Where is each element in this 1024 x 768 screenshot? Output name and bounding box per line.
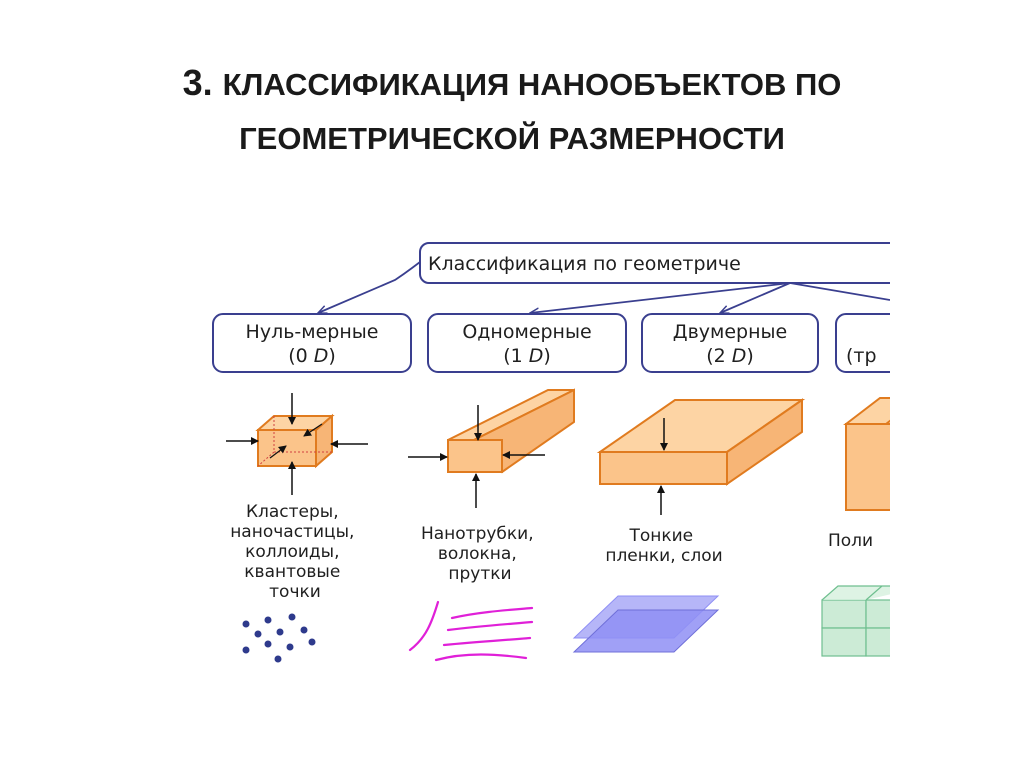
connector-3d [789,282,890,301]
category-box-1d: Одномерные (1 D) [427,313,627,373]
title-line-2: ГЕОМЕТРИЧЕСКОЙ РАЗМЕРНОСТИ [239,121,785,156]
quantum-dots-illustration [242,613,316,663]
connector-2d [720,282,791,313]
thin-films-illustration [572,595,720,653]
caption-1d: Нанотрубки, волокна, прутки [421,524,539,584]
connector-0d [318,261,421,313]
slide-number: 3. [182,62,213,103]
diagram-content: Классификация по геометриче Нуль-мерные … [212,242,890,663]
category-dimension: (2 D) [706,345,754,367]
block-3d-illustration [843,397,890,511]
caption-0d: Кластеры, наночастицы, коллоиды, квантов… [230,502,360,602]
slab-2d-illustration [596,398,806,515]
category-name: Нуль-мерные [246,321,379,343]
nanofibers-illustration [408,600,534,662]
slide-title: 3. КЛАССИФИКАЦИЯ НАНООБЪЕКТОВ ПО ГЕОМЕТРИ… [0,56,1024,166]
title-text-1: КЛАССИФИКАЦИЯ НАНООБЪЕКТОВ ПО [222,67,842,102]
category-box-2d: Двумерные (2 D) [641,313,819,373]
category-name: Одномерные [462,321,591,343]
rod-1d-illustration [408,388,575,508]
caption-2d: Тонкие пленки, слои [605,526,722,566]
category-dimension: (1 D) [503,345,551,367]
title-line-1: 3. КЛАССИФИКАЦИЯ НАНООБЪЕКТОВ ПО [0,56,1024,112]
connectors [318,261,890,313]
caption-3d: Поли [828,531,873,551]
category-dimension: (0 D) [288,345,336,367]
category-box-3d: (тр [835,313,890,373]
category-dimension: (тр [846,345,877,367]
root-label: Классификация по геометриче [428,253,741,275]
connector-1d [530,282,791,313]
cube-0d-illustration [226,393,368,495]
crystal-grid-illustration [821,585,890,657]
category-name: Двумерные [673,321,787,343]
category-box-0d: Нуль-мерные (0 D) [212,313,412,373]
